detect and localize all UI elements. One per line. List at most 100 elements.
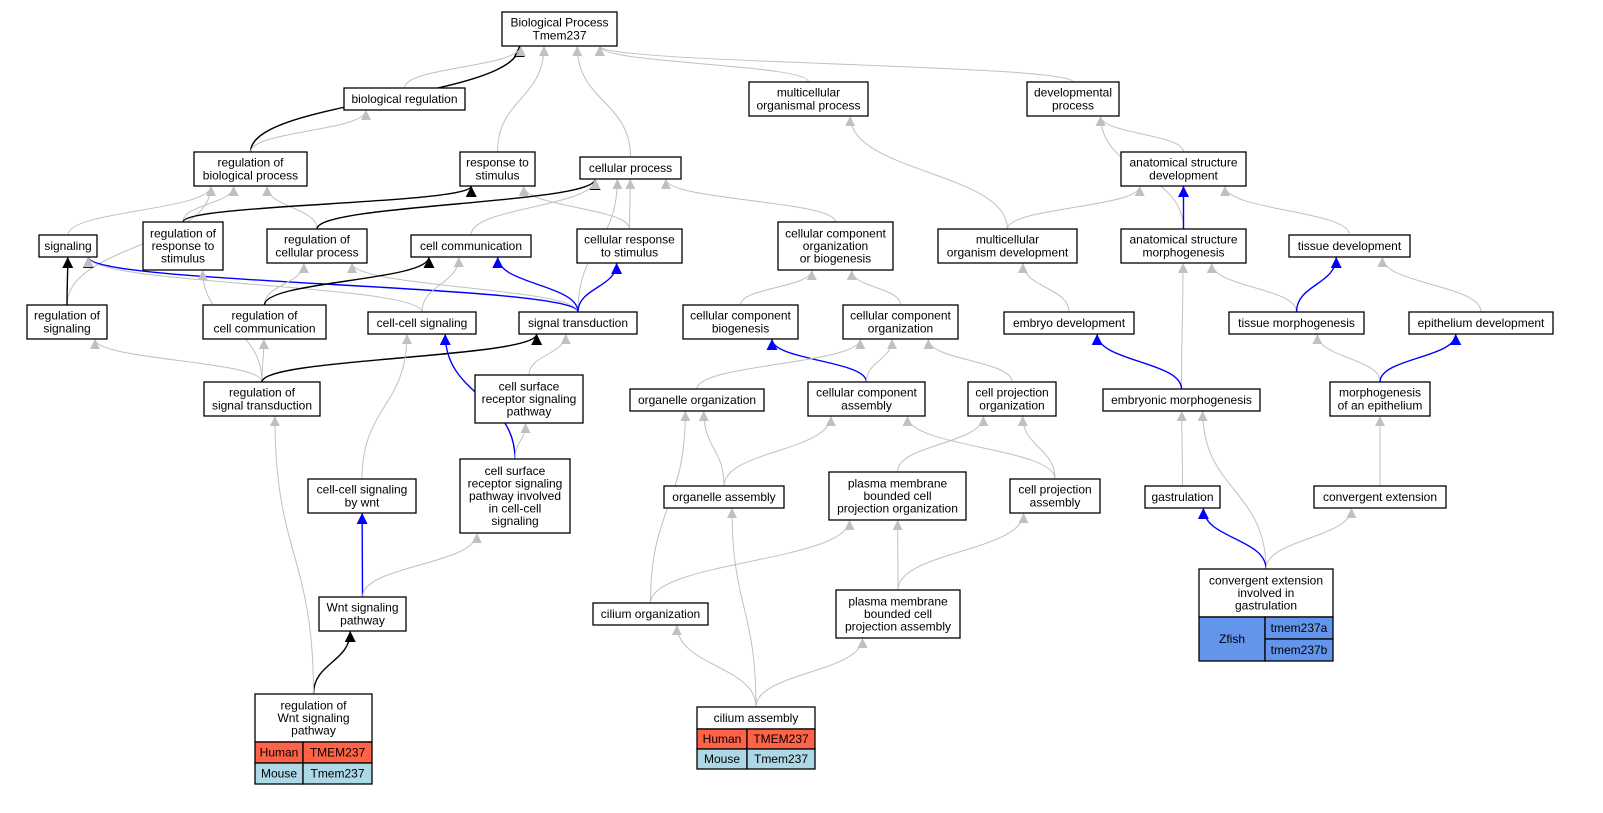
edge-tissmorph-to-anatmorph	[1206, 262, 1297, 313]
node-label-line: process	[1052, 98, 1094, 112]
node-label-line: cellular component	[850, 309, 951, 323]
node-label-line: to stimulus	[601, 245, 658, 259]
edge-csrsp-to-sigtrans	[528, 333, 571, 376]
edge-sigtrans-to-cellcomm	[492, 256, 579, 313]
node-label-line: receptor signaling	[482, 392, 577, 406]
node-bioreg[interactable]: biological regulation	[343, 87, 466, 111]
node-box	[474, 374, 584, 424]
edge-cpa-to-ccasm	[902, 415, 1056, 480]
node-epidev[interactable]: epithelium development	[1408, 311, 1554, 335]
node-label-line: cellular component	[785, 226, 886, 240]
edge-ccsig-to-cellcomm	[421, 256, 464, 313]
node-box	[193, 151, 308, 187]
node-label-line: response to	[466, 156, 529, 170]
node-box	[663, 485, 785, 509]
edge-cellresp-to-cellproc	[625, 178, 636, 230]
edge-ccorg-to-ccorgbio	[846, 269, 901, 306]
node-tissdev[interactable]: tissue development	[1288, 234, 1411, 258]
node-tissmorph[interactable]: tissue morphogenesis	[1228, 311, 1365, 335]
node-orgasm[interactable]: organelle assembly	[663, 485, 785, 509]
edge-bioreg-to-bp	[404, 45, 526, 89]
node-label-line: organism development	[947, 245, 1069, 259]
node-label-line: cell-cell signaling	[377, 316, 468, 330]
node-label-line: cell communication	[420, 239, 522, 253]
node-cellcomm[interactable]: cell communication	[410, 234, 532, 258]
node-cellproc[interactable]: cellular process	[579, 156, 682, 180]
node-label-line: signaling	[43, 321, 90, 335]
edge-devproc-to-bp	[595, 45, 1074, 83]
node-box	[1329, 381, 1431, 417]
edge-sigtrans-to-signaling	[82, 256, 579, 313]
node-label-line: cell projection	[975, 386, 1048, 400]
node-embmorph[interactable]: embryonic morphogenesis	[1102, 388, 1261, 412]
node-box	[937, 228, 1078, 264]
species-cell	[1198, 616, 1266, 662]
node-embdev[interactable]: embryo development	[1003, 311, 1135, 335]
node-label-line: gastrulation	[1151, 490, 1213, 504]
node-label-line: in cell-cell	[489, 502, 542, 516]
node-label-line: morphogenesis	[1339, 386, 1421, 400]
gene-cell	[1264, 638, 1334, 662]
node-ccsig[interactable]: cell-cell signaling	[367, 311, 477, 335]
edge-anatdev-to-devproc	[1095, 115, 1184, 153]
node-label-line: regulation of	[231, 309, 298, 323]
gene-label: Tmem237	[310, 767, 364, 781]
species-label: Zfish	[1219, 632, 1245, 646]
node-orgorg[interactable]: organelle organization	[629, 388, 765, 412]
node-label-line: of an epithelium	[1338, 398, 1423, 412]
node-label-line: pathway	[291, 724, 336, 738]
node-sigtrans[interactable]: signal transduction	[518, 311, 638, 335]
edge-regresp-to-respstim	[182, 185, 477, 223]
edge-regcomm-to-cellcomm	[263, 256, 435, 306]
node-convext[interactable]: convergent extension	[1313, 485, 1447, 509]
gene-label: TMEM237	[753, 732, 809, 746]
node-label-line: assembly	[841, 398, 892, 412]
node-box	[1026, 81, 1120, 117]
node-box	[38, 234, 98, 258]
node-gastr[interactable]: gastrulation	[1144, 485, 1221, 509]
node-box	[777, 221, 894, 271]
edge-regsigtrans-to-regcomm	[258, 338, 269, 383]
node-box	[1120, 151, 1247, 187]
edge-gastr-to-embmorph	[1176, 410, 1187, 487]
node-box	[307, 478, 417, 514]
node-label-line: bounded cell	[863, 489, 931, 503]
node-ciliumorg[interactable]: cilium organization	[592, 602, 709, 626]
edge-orgasm-to-ccasm	[723, 415, 836, 487]
node-signaling[interactable]: signaling	[38, 234, 98, 258]
node-label-line: anatomical structure	[1129, 156, 1237, 170]
